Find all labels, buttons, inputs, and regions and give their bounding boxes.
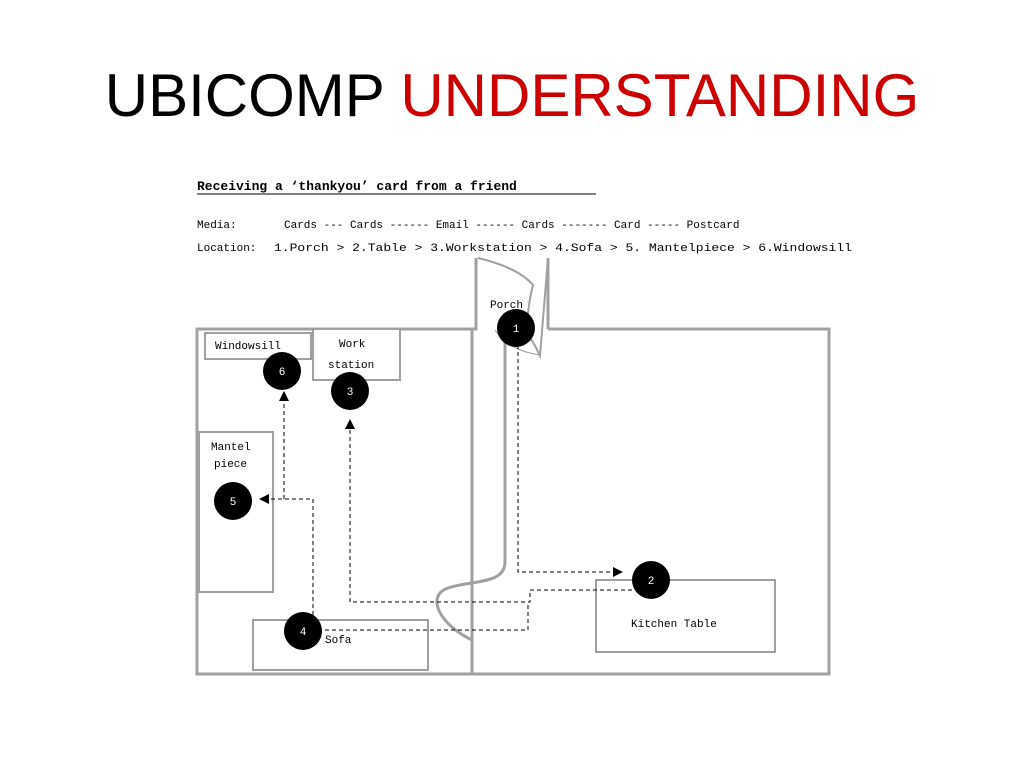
marker-3-label: 3 [347, 387, 354, 399]
marker-4-label: 4 [300, 627, 307, 639]
marker-2: 2 [632, 561, 670, 599]
mantelpiece-label-line2: piece [214, 459, 247, 471]
marker-5-label: 5 [230, 497, 237, 509]
path-sofa-to-mantelpiece [259, 494, 314, 615]
sofa-label: Sofa [325, 635, 352, 647]
sofa-box [252, 619, 429, 671]
location-sequence: 1.Porch > 2.Table > 3.Workstation > 4.So… [274, 243, 852, 255]
slide-title-part-2: UNDERSTANDING [400, 62, 920, 129]
location-label: Location: [197, 243, 256, 255]
kitchen-table-label: Kitchen Table [631, 619, 717, 631]
location-markers: 1 2 3 4 5 6 [214, 309, 670, 650]
media-sequence: Cards --- Cards ------ Email ------ Card… [284, 220, 739, 232]
porch-door-arc [494, 329, 541, 356]
path-porch-to-table [517, 345, 623, 577]
marker-6-label: 6 [279, 367, 286, 379]
mantelpiece-label-line1: Mantel [211, 442, 251, 454]
windowsill-box [204, 332, 312, 360]
marker-5: 5 [214, 482, 252, 520]
marker-4: 4 [284, 612, 322, 650]
workstation-label-line1: Work [339, 339, 366, 351]
marker-1: 1 [497, 309, 535, 347]
diagram-heading: Receiving a ‘thankyou’ card from a frien… [197, 179, 517, 194]
marker-6: 6 [263, 352, 301, 390]
kitchen-table-box [595, 579, 776, 653]
path-sofa-connector [318, 604, 529, 631]
slide-title-part-1: UBICOMP [104, 62, 384, 129]
porch-label: Porch [490, 300, 523, 312]
marker-3: 3 [331, 372, 369, 410]
workstation-box [312, 328, 401, 381]
path-table-to-workstation [345, 419, 632, 603]
slide-title: UBICOMP UNDERSTANDING [0, 58, 1024, 134]
marker-2-label: 2 [648, 576, 655, 588]
windowsill-label: Windowsill [215, 341, 281, 353]
workstation-label-line2: station [328, 360, 374, 372]
movement-paths [259, 345, 632, 631]
media-label: Media: [197, 220, 237, 232]
marker-1-label: 1 [513, 324, 520, 336]
